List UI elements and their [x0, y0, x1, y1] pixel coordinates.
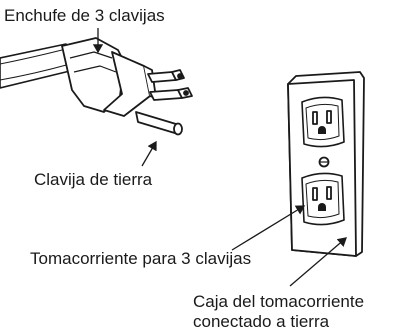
- wall-plate: [287, 71, 365, 257]
- plug-label: Enchufe de 3 clavijas: [4, 6, 165, 25]
- outlet-label: Tomacorriente para 3 clavijas: [30, 249, 252, 268]
- grounded-box-label-line1: Caja del tomacorriente: [193, 292, 365, 311]
- ground-pin-label: Clavija de tierra: [34, 170, 153, 189]
- grounded-box-label-line2: conectado a tierra: [193, 312, 330, 331]
- outlet-leader: [231, 205, 306, 251]
- grounded-box-label: Caja del tomacorriente conectado a tierr…: [193, 292, 364, 331]
- leader-lines: [92, 28, 347, 287]
- box-leader: [289, 237, 347, 287]
- plug-blades: [147, 69, 193, 101]
- lower-receptacle: [301, 172, 345, 226]
- upper-receptacle: [301, 96, 345, 148]
- ground-pin-leader: [141, 140, 157, 167]
- ground-pin: [135, 111, 183, 136]
- center-screw: [318, 156, 330, 168]
- plug: [61, 37, 193, 136]
